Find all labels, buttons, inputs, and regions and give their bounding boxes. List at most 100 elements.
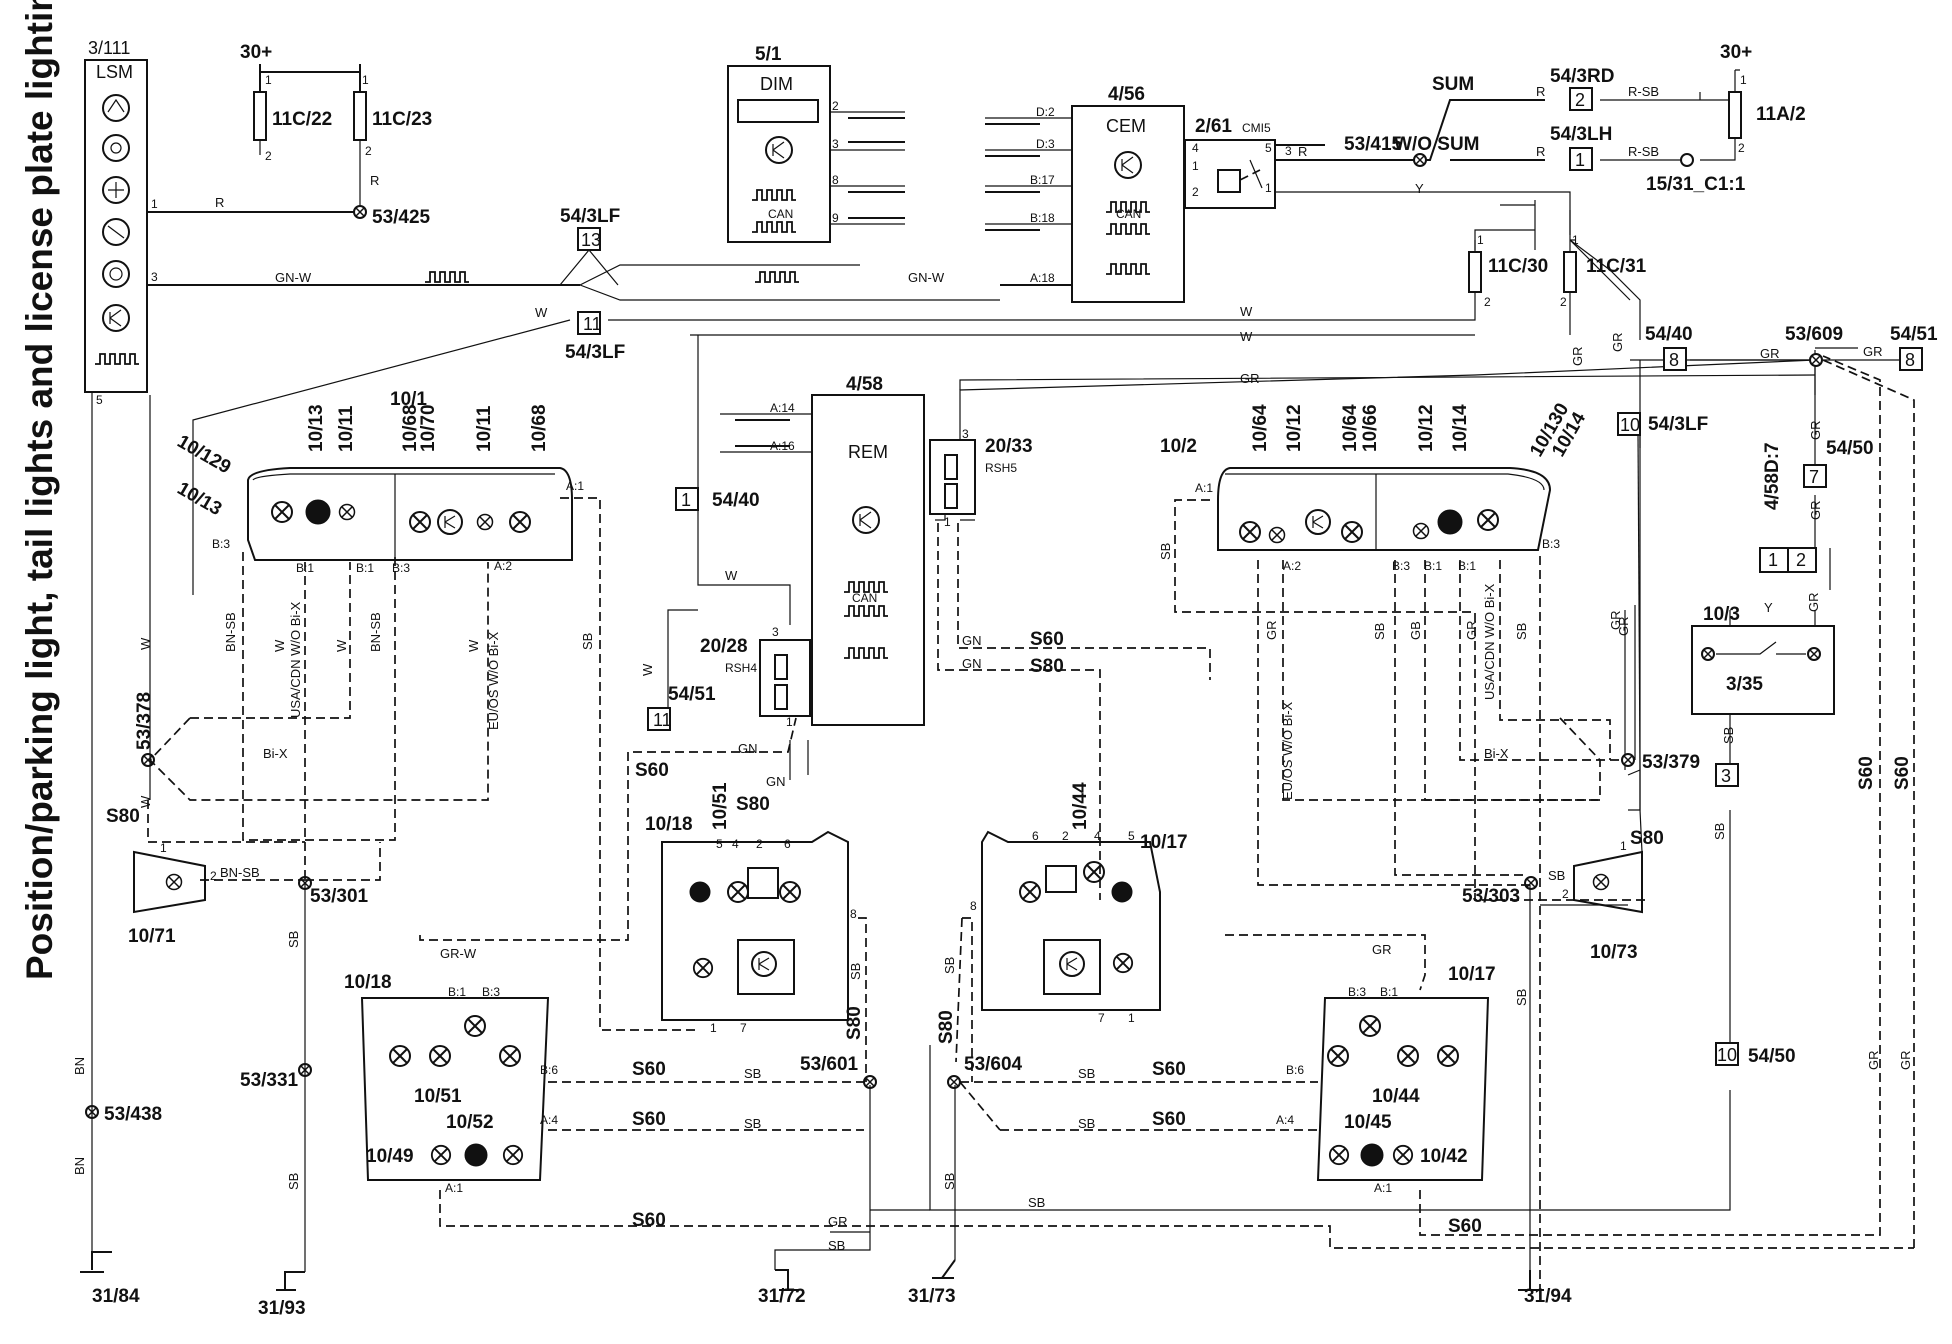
svg-text:SB: SB	[1712, 823, 1727, 840]
splices: 53/425 53/415 15/31_C1:1 53/609 53/378 5…	[85, 134, 1843, 1125]
svg-text:A:18: A:18	[1030, 271, 1055, 285]
switch-10-3: 10/3 3/35 Y GR	[1691, 593, 1835, 715]
svg-text:53/301: 53/301	[310, 886, 369, 907]
svg-text:B:1: B:1	[1458, 559, 1476, 573]
fuse-11c30	[1468, 251, 1482, 293]
svg-text:S80: S80	[1630, 828, 1664, 849]
svg-text:A:16: A:16	[770, 439, 795, 453]
svg-text:1: 1	[1192, 159, 1199, 173]
svg-text:B:3: B:3	[392, 561, 410, 575]
dim-id: 5/1	[755, 44, 782, 65]
svg-text:1: 1	[786, 715, 793, 729]
svg-text:1: 1	[944, 515, 951, 529]
svg-text:R: R	[1536, 84, 1545, 99]
headlamp-right: 10/2 10/64 10/12 10/64 10/66 10/12 10/14…	[1160, 400, 1590, 573]
svg-text:A:1: A:1	[1374, 1181, 1392, 1195]
svg-text:BN: BN	[72, 1057, 87, 1075]
svg-text:W: W	[272, 639, 287, 652]
rem-id: 4/58	[846, 374, 883, 395]
svg-text:GR: GR	[1570, 347, 1585, 367]
svg-text:1: 1	[151, 197, 158, 211]
svg-text:1: 1	[1575, 150, 1585, 170]
svg-text:GR: GR	[1372, 942, 1392, 957]
svg-text:54/3LF: 54/3LF	[1648, 414, 1708, 435]
svg-text:10/68: 10/68	[400, 404, 421, 452]
svg-text:B:3: B:3	[1542, 537, 1560, 551]
svg-text:10/71: 10/71	[128, 926, 176, 947]
solid-lower-wires	[91, 392, 1643, 1272]
svg-text:5: 5	[1265, 141, 1272, 155]
svg-text:1: 1	[681, 490, 691, 510]
svg-text:BN: BN	[72, 1157, 87, 1175]
svg-text:10/13: 10/13	[306, 404, 327, 452]
svg-text:SUM: SUM	[1432, 74, 1474, 95]
svg-text:SB: SB	[1078, 1116, 1095, 1131]
svg-text:10/12: 10/12	[1284, 404, 1305, 452]
svg-text:2: 2	[210, 869, 217, 883]
svg-text:CMI5: CMI5	[1242, 121, 1271, 135]
connector-boxes: 13 54/3LF 11 54/3LF 2 54/3RD 1 54/3LH 8 …	[559, 66, 1938, 1067]
svg-text:4: 4	[1192, 141, 1199, 155]
svg-text:53/604: 53/604	[964, 1054, 1023, 1075]
svg-text:3: 3	[1721, 766, 1731, 786]
svg-text:10/44: 10/44	[1372, 1086, 1420, 1107]
svg-text:B:3: B:3	[482, 985, 500, 999]
svg-text:53/609: 53/609	[1785, 324, 1843, 345]
svg-text:SB: SB	[848, 963, 863, 980]
dim-label: DIM	[760, 74, 793, 94]
svg-text:54/3RD: 54/3RD	[1550, 66, 1614, 87]
svg-text:Bi-X: Bi-X	[263, 746, 288, 761]
svg-text:1: 1	[362, 73, 369, 87]
svg-text:GR: GR	[1806, 593, 1821, 613]
svg-text:1: 1	[710, 1021, 717, 1035]
cem-label: CEM	[1106, 116, 1146, 136]
svg-text:3: 3	[772, 625, 779, 639]
svg-text:B:3: B:3	[1348, 985, 1366, 999]
svg-text:S60: S60	[632, 1210, 666, 1231]
svg-text:11: 11	[583, 314, 602, 334]
svg-text:3: 3	[1285, 144, 1292, 158]
svg-text:2: 2	[1796, 550, 1806, 570]
svg-text:GR: GR	[1863, 344, 1883, 359]
svg-text:S60: S60	[1448, 1216, 1482, 1237]
svg-text:A:2: A:2	[494, 559, 512, 573]
svg-text:SB: SB	[1158, 543, 1173, 560]
svg-text:10/12: 10/12	[1416, 404, 1437, 452]
svg-text:Y: Y	[1764, 600, 1773, 615]
svg-text:B:3: B:3	[212, 537, 230, 551]
svg-text:Y: Y	[1415, 181, 1424, 196]
svg-text:GR: GR	[1760, 346, 1780, 361]
svg-text:7: 7	[1098, 1011, 1105, 1025]
svg-text:R: R	[370, 173, 379, 188]
rsh5: 20/33 RSH5 3 1	[929, 427, 1033, 529]
svg-text:GN: GN	[962, 656, 982, 671]
svg-text:GN: GN	[962, 633, 982, 648]
rem-module: 4/58 REM CAN A:14 A:16	[720, 374, 925, 726]
svg-text:10/1: 10/1	[390, 389, 427, 410]
svg-text:GR: GR	[1866, 1051, 1881, 1071]
svg-text:S80: S80	[844, 1006, 865, 1040]
svg-text:10/45: 10/45	[1344, 1112, 1392, 1133]
svg-text:10: 10	[1717, 1045, 1737, 1065]
fuse-11c31	[1563, 251, 1577, 293]
svg-text:3: 3	[962, 427, 969, 441]
svg-text:SB: SB	[580, 633, 595, 650]
svg-text:GB: GB	[1408, 621, 1423, 640]
svg-text:SB: SB	[744, 1116, 761, 1131]
svg-text:B:1: B:1	[448, 985, 466, 999]
svg-text:10/129: 10/129	[174, 431, 235, 478]
svg-text:RSH4: RSH4	[725, 661, 757, 675]
svg-text:53/601: 53/601	[800, 1054, 859, 1075]
svg-text:B:1: B:1	[1380, 985, 1398, 999]
svg-text:SB: SB	[942, 1173, 957, 1190]
svg-text:A:1: A:1	[566, 479, 584, 493]
svg-text:BN-SB: BN-SB	[223, 612, 238, 652]
svg-text:A:4: A:4	[540, 1113, 558, 1127]
svg-text:R-SB: R-SB	[1628, 144, 1659, 159]
svg-text:S60: S60	[1892, 756, 1913, 790]
svg-text:10/14: 10/14	[1450, 404, 1471, 452]
wire-color-labels: R GN-W GN-W W W W GR Y R R R-SB R-SB R G…	[72, 84, 1913, 1253]
svg-text:2: 2	[265, 149, 272, 163]
svg-text:EU/OS W/O Bi-X: EU/OS W/O Bi-X	[1280, 701, 1295, 800]
